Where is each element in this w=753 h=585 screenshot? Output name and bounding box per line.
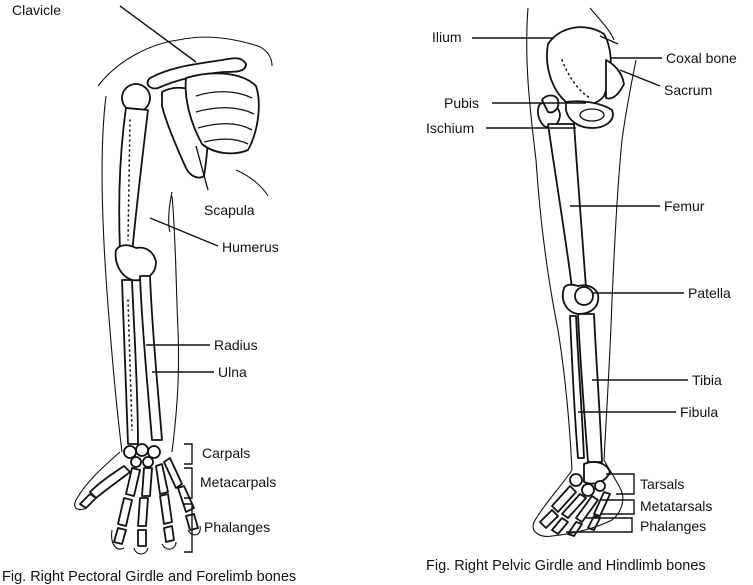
humerus-bone [118,107,149,255]
metatarsal-bones [551,485,611,523]
tarsal-bones [569,461,611,497]
clavicle-bone [146,57,247,90]
metacarpals-bracket [184,467,193,499]
label-scapula: Scapula [204,202,255,218]
sacrum-leader [619,69,661,87]
label-femur: Femur [664,198,705,214]
label-coxal-bone: Coxal bone [666,50,737,66]
label-fibula: Fibula [680,404,718,420]
phalanges-foot-leader [566,517,633,533]
label-clavicle: Clavicle [12,2,61,18]
foot-phalanx-bones [539,509,601,537]
hindlimb-figure: Ilium Coxal bone Sacrum Pubis Ischium Fe… [426,7,737,574]
tibia-bone [577,313,603,463]
label-ulna: Ulna [218,364,247,380]
label-phalanges-foot: Phalanges [640,518,706,534]
label-pubis: Pubis [444,95,479,111]
humerus-leader [149,217,219,247]
label-metacarpals: Metacarpals [200,474,276,490]
label-tibia: Tibia [692,372,722,388]
label-radius: Radius [214,337,258,353]
label-tarsals: Tarsals [640,476,684,492]
label-ilium: Ilium [432,29,462,45]
coxal-bone [546,26,612,107]
label-ischium: Ischium [426,120,474,136]
forelimb-figure: Clavicle Scapula Humerus Radius Ulna Car… [2,2,296,585]
caption-left: Fig. Right Pectoral Girdle and Forelimb … [2,569,296,585]
scapula-leader [195,145,209,191]
phalanx-bones [79,485,199,547]
carpals-bracket [184,443,193,465]
elbow-joint [114,244,157,282]
caption-right: Fig. Right Pelvic Girdle and Hindlimb bo… [426,558,706,574]
sacrum-bone [605,59,625,100]
radius-bone [139,275,163,441]
pubis-bone [565,100,614,129]
ulna-bone [121,279,139,445]
tarsals-leader [606,473,635,495]
label-carpals: Carpals [202,445,250,461]
label-humerus: Humerus [222,239,279,255]
patella-bone [574,286,594,306]
label-patella: Patella [688,285,731,301]
metacarpal-bones [89,457,183,499]
label-phalanges: Phalanges [204,519,270,535]
carpal-bones [123,443,161,468]
femur-head [541,94,560,114]
label-sacrum: Sacrum [664,82,712,98]
fibula-bone [569,315,585,459]
phalanges-bracket [184,503,193,553]
metatarsals-leader [600,499,635,515]
label-metatarsals: Metatarsals [640,498,712,514]
clavicle-leader [119,5,197,63]
